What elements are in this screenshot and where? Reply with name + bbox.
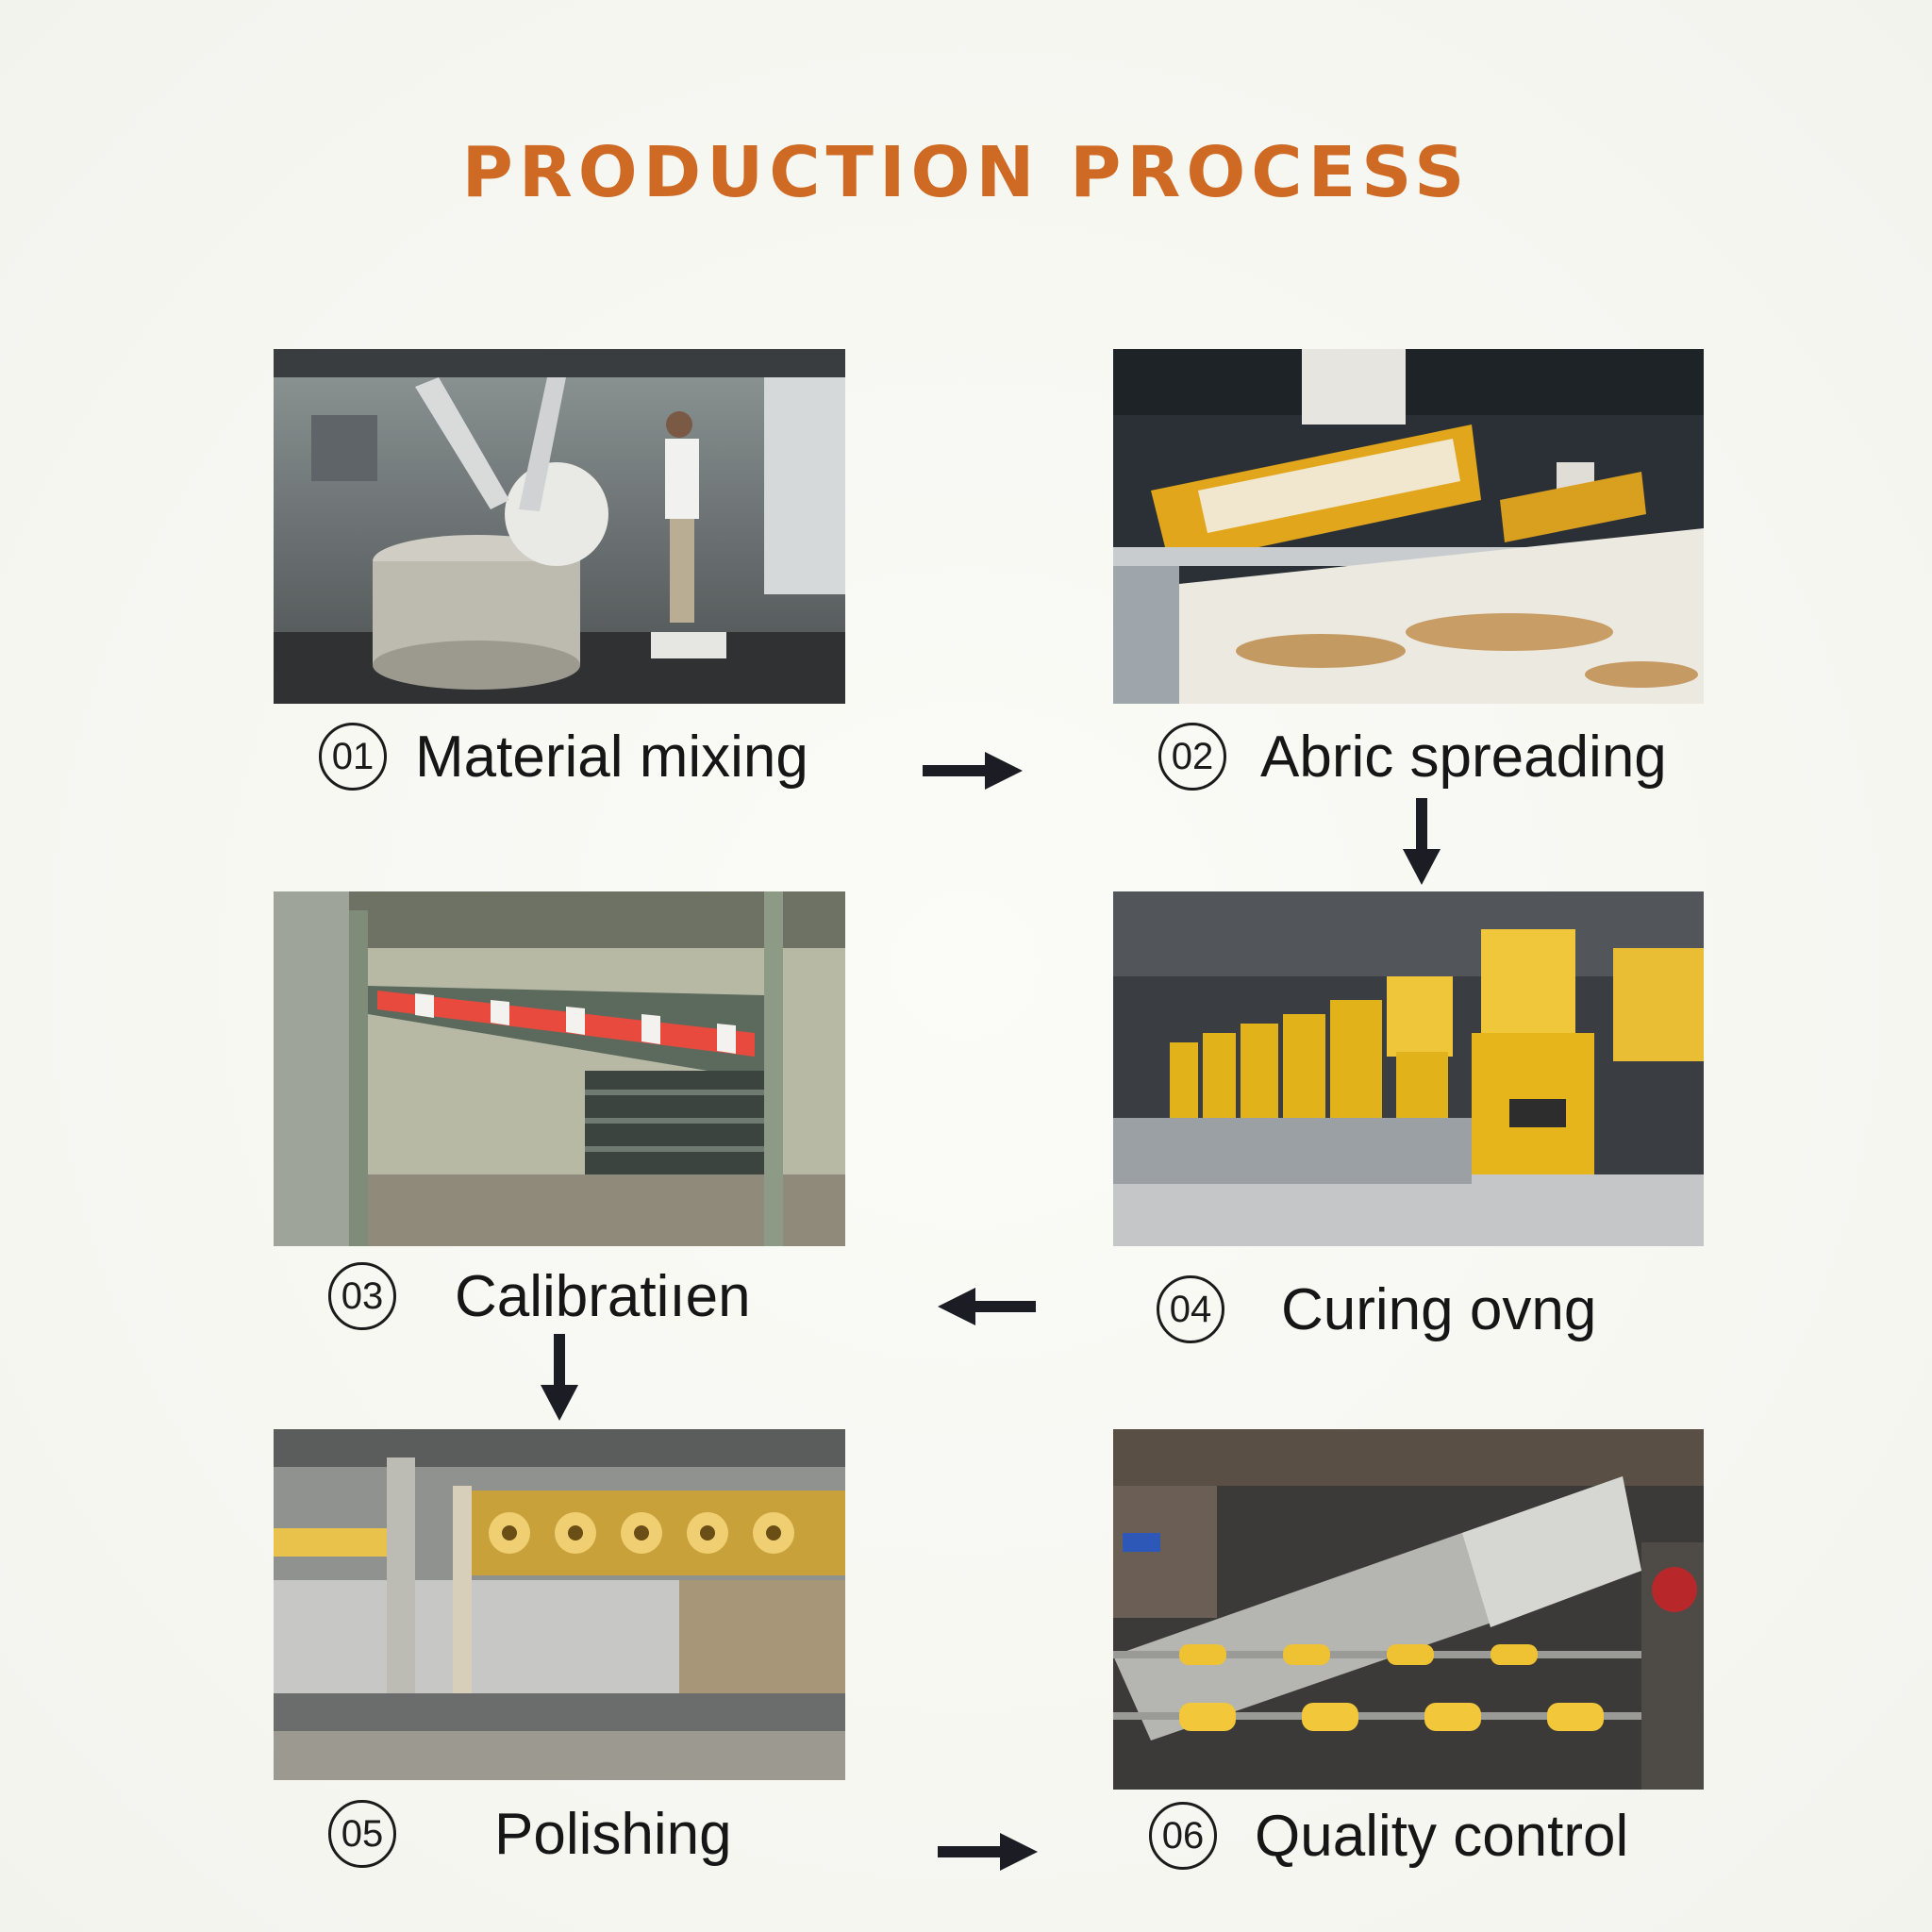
step-number-badge: 05	[328, 1800, 396, 1868]
step-caption-05: 05 Polishing	[328, 1800, 732, 1868]
step-label: Curing ovng	[1281, 1276, 1597, 1342]
step-label: Material mixing	[415, 724, 808, 790]
photo-step-05	[274, 1429, 845, 1780]
step-label: Calibratiıen	[455, 1263, 751, 1329]
step-caption-02: 02 Abric spreading	[1158, 723, 1667, 791]
photo-step-04	[1113, 891, 1704, 1246]
arrow-down-02-to-04	[1400, 798, 1443, 885]
step-number-badge: 04	[1157, 1275, 1224, 1343]
step-caption-04: 04 Curing ovng	[1157, 1275, 1596, 1343]
photo-step-02	[1113, 349, 1704, 704]
step-number-badge: 06	[1149, 1802, 1217, 1870]
step-number-badge: 01	[319, 723, 387, 791]
step-label: Polishing	[494, 1801, 732, 1867]
step-caption-01: 01 Material mixing	[319, 723, 808, 791]
photo-step-03	[274, 891, 845, 1246]
arrow-right-05-to-06	[938, 1828, 1038, 1875]
arrow-left-04-to-03	[938, 1283, 1036, 1330]
step-number-badge: 02	[1158, 723, 1226, 791]
step-caption-06: 06 Quality control	[1149, 1802, 1628, 1870]
step-label: Abric spreading	[1260, 724, 1667, 790]
step-number-badge: 03	[328, 1262, 396, 1330]
arrow-down-03-to-05	[538, 1334, 581, 1421]
photo-step-01	[274, 349, 845, 704]
arrow-right-01-to-02	[923, 747, 1023, 794]
step-label: Quality control	[1255, 1803, 1629, 1869]
step-caption-03: 03 Calibratiıen	[328, 1262, 751, 1330]
page-title: PRODUCTION PROCESS	[461, 132, 1471, 213]
photo-step-06	[1113, 1429, 1704, 1790]
